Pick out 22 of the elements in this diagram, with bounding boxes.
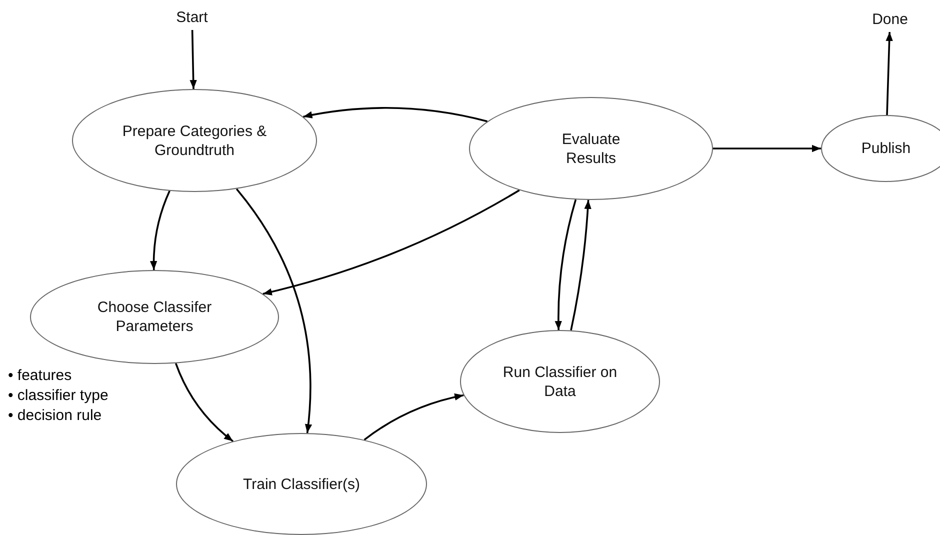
arrow — [554, 199, 577, 330]
arrow — [303, 107, 488, 122]
bullet-item: • classifier type — [8, 386, 108, 406]
terminal-label: Start — [162, 4, 222, 30]
arrow — [174, 362, 234, 442]
arrow — [364, 394, 464, 441]
node-label: Publish — [861, 139, 911, 158]
node-label: Choose Classifer Parameters — [96, 298, 213, 336]
node-label: Prepare Categories & Groundtruth — [121, 122, 268, 160]
arrow — [150, 190, 170, 270]
arrow — [713, 144, 821, 152]
arrow — [262, 189, 520, 296]
arrow — [190, 30, 197, 90]
terminal-label: Done — [862, 6, 918, 32]
bullet-item: • decision rule — [8, 406, 103, 426]
bullet-item: • features — [8, 366, 73, 386]
node-label: Train Classifier(s) — [243, 474, 360, 494]
arrow — [570, 200, 592, 330]
node-label: Evaluate Results — [560, 130, 622, 168]
arrow — [236, 188, 312, 434]
arrow — [886, 32, 893, 116]
node-label: Run Classifier on Data — [502, 362, 618, 400]
